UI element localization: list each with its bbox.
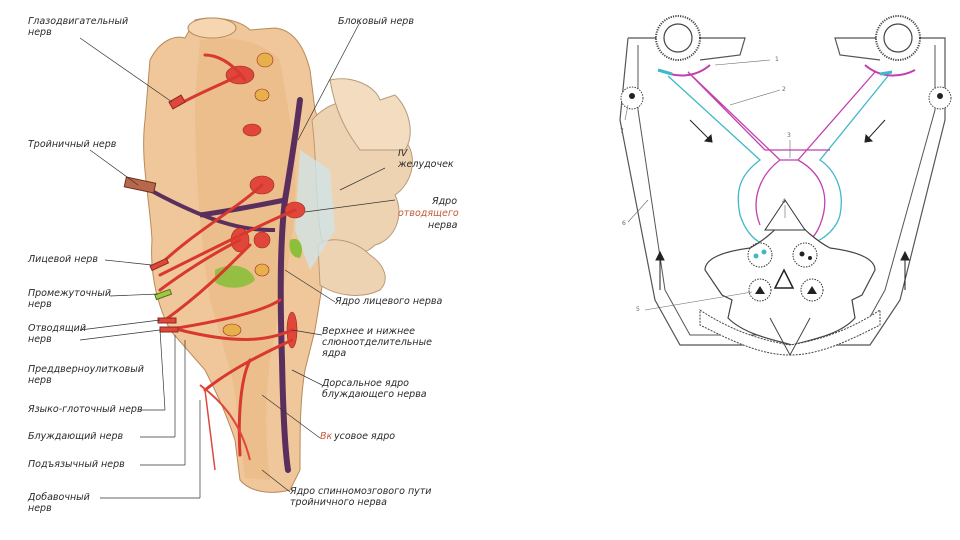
gustatory-nucleus-upper [289, 238, 302, 258]
leader-lines [79, 21, 396, 499]
label-abducens-nerve: Отводящий нерв [28, 323, 87, 345]
midbrain-cut [187, 17, 237, 39]
number-label-2: 2 [782, 86, 786, 93]
label-oculomotor-nerve: Глазодвигательный нерв [28, 16, 129, 38]
cerebellum-lower-lobe [317, 239, 386, 296]
number-label-4: 4 [782, 198, 786, 205]
label-intermediate-nerve: Промежуточный нерв [28, 288, 112, 310]
number-leaders [624, 59, 791, 311]
label-facial-nerve: Лицевой нерв [28, 254, 98, 265]
label-abducens-nucleus-line1: Ядро [432, 196, 458, 207]
right-retina-arc [864, 64, 916, 77]
ciliary-ganglia [620, 86, 952, 110]
label-abducens-nucleus-line3: нерва [428, 220, 458, 231]
outer-pathway-frame [619, 37, 946, 346]
right-retina-cyan [879, 70, 893, 76]
central-triangle [773, 268, 795, 289]
sensory-nucleus-column [277, 97, 303, 473]
label-facial-nucleus: Ядро лицевого нерва [335, 296, 443, 307]
label-trigeminal-nerve: Тройничный нерв [28, 139, 117, 150]
brainstem-cross-section [704, 214, 876, 346]
label-trochlear-nerve: Блоковый нерв [338, 16, 414, 27]
cerebellum-right-lobe [329, 78, 411, 151]
magenta-pathway [687, 71, 876, 249]
label-taste-nucleus-part1: Вк [320, 431, 333, 442]
reflex-schematic [619, 15, 952, 357]
number-label-5: 5 [636, 306, 640, 313]
number-label-1: 1 [775, 56, 779, 63]
label-hypoglossal-nerve: Подъязычный нерв [28, 459, 125, 470]
label-vagus-nerve: Блуждающий нерв [28, 431, 124, 442]
sensory-branch [149, 188, 276, 232]
label-vagus-dorsal-nucleus: Дорсальное ядро блуждающего нерва [322, 378, 427, 400]
left-retina-cyan [657, 68, 673, 76]
label-salivatory-nuclei: Верхнее и нижнее слюноотделительные ядра [322, 326, 432, 359]
nerve-fibres [158, 53, 297, 457]
direction-arrows [655, 119, 910, 290]
vagus-bundle [199, 384, 251, 461]
accessory-fibres [204, 389, 216, 471]
label-fourth-ventricle: IV желудочек [398, 148, 454, 170]
label-spinal-trigeminal-nucleus: Ядро спинномозгового пути тройничного не… [290, 486, 432, 508]
label-accessory-nerve: Добавочный нерв [28, 492, 90, 514]
label-taste-nucleus-part2: усовое ядро [334, 431, 396, 442]
sensory-branch [199, 197, 286, 218]
fourth-ventricle-floor [295, 150, 335, 270]
number-label-7: 7 [620, 128, 624, 135]
label-abducens-nucleus-line2: отводящего [398, 208, 459, 219]
right-eye [875, 15, 921, 61]
brainstem-shading [195, 38, 296, 481]
number-label-3: 3 [787, 132, 791, 139]
number-label-6: 6 [622, 220, 626, 227]
label-glossopharyngeal-nerve: Языко-глоточный нерв [28, 404, 143, 415]
pyramid-base [699, 309, 881, 356]
brainstem-illustration [79, 17, 413, 499]
left-eye [655, 15, 701, 61]
median-fissure [769, 317, 811, 357]
label-vestibulocochlear-nerve: Преддверноулитковый нерв [28, 364, 144, 386]
